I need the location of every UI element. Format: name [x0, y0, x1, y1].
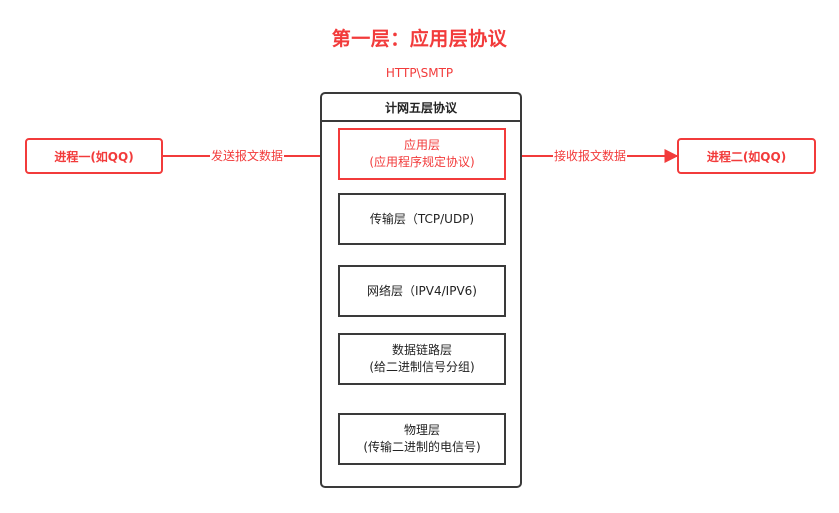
layer-physical-name: 物理层 — [403, 423, 440, 437]
process-one-box: 进程一(如QQ) — [25, 138, 163, 174]
layer-data-link-name: 数据链路层 — [391, 343, 452, 357]
layer-data-link: 数据链路层 (给二进制信号分组) — [338, 333, 506, 385]
layer-transport-name: 传输层（TCP/UDP) — [369, 211, 475, 226]
receive-data-label: 接收报文数据 — [553, 148, 628, 164]
layer-physical-desc: (传输二进制的电信号) — [363, 440, 481, 454]
layer-application-desc: (应用程序规定协议) — [369, 155, 475, 169]
send-data-label: 发送报文数据 — [210, 148, 285, 164]
protocols-label: HTTP\SMTP — [385, 66, 454, 80]
stack-title: 计网五层协议 — [322, 94, 520, 122]
layer-physical: 物理层 (传输二进制的电信号) — [338, 413, 506, 465]
layer-transport: 传输层（TCP/UDP) — [338, 193, 506, 245]
diagram-title: 第一层：应用层协议 — [331, 28, 508, 50]
layer-application-name: 应用层 — [403, 138, 440, 152]
layer-network-name: 网络层（IPV4/IPV6) — [367, 283, 477, 298]
layer-network: 网络层（IPV4/IPV6) — [338, 265, 506, 317]
layer-data-link-desc: (给二进制信号分组) — [369, 360, 475, 374]
process-two-box: 进程二(如QQ) — [677, 138, 816, 174]
layer-application: 应用层 (应用程序规定协议) — [338, 128, 506, 180]
